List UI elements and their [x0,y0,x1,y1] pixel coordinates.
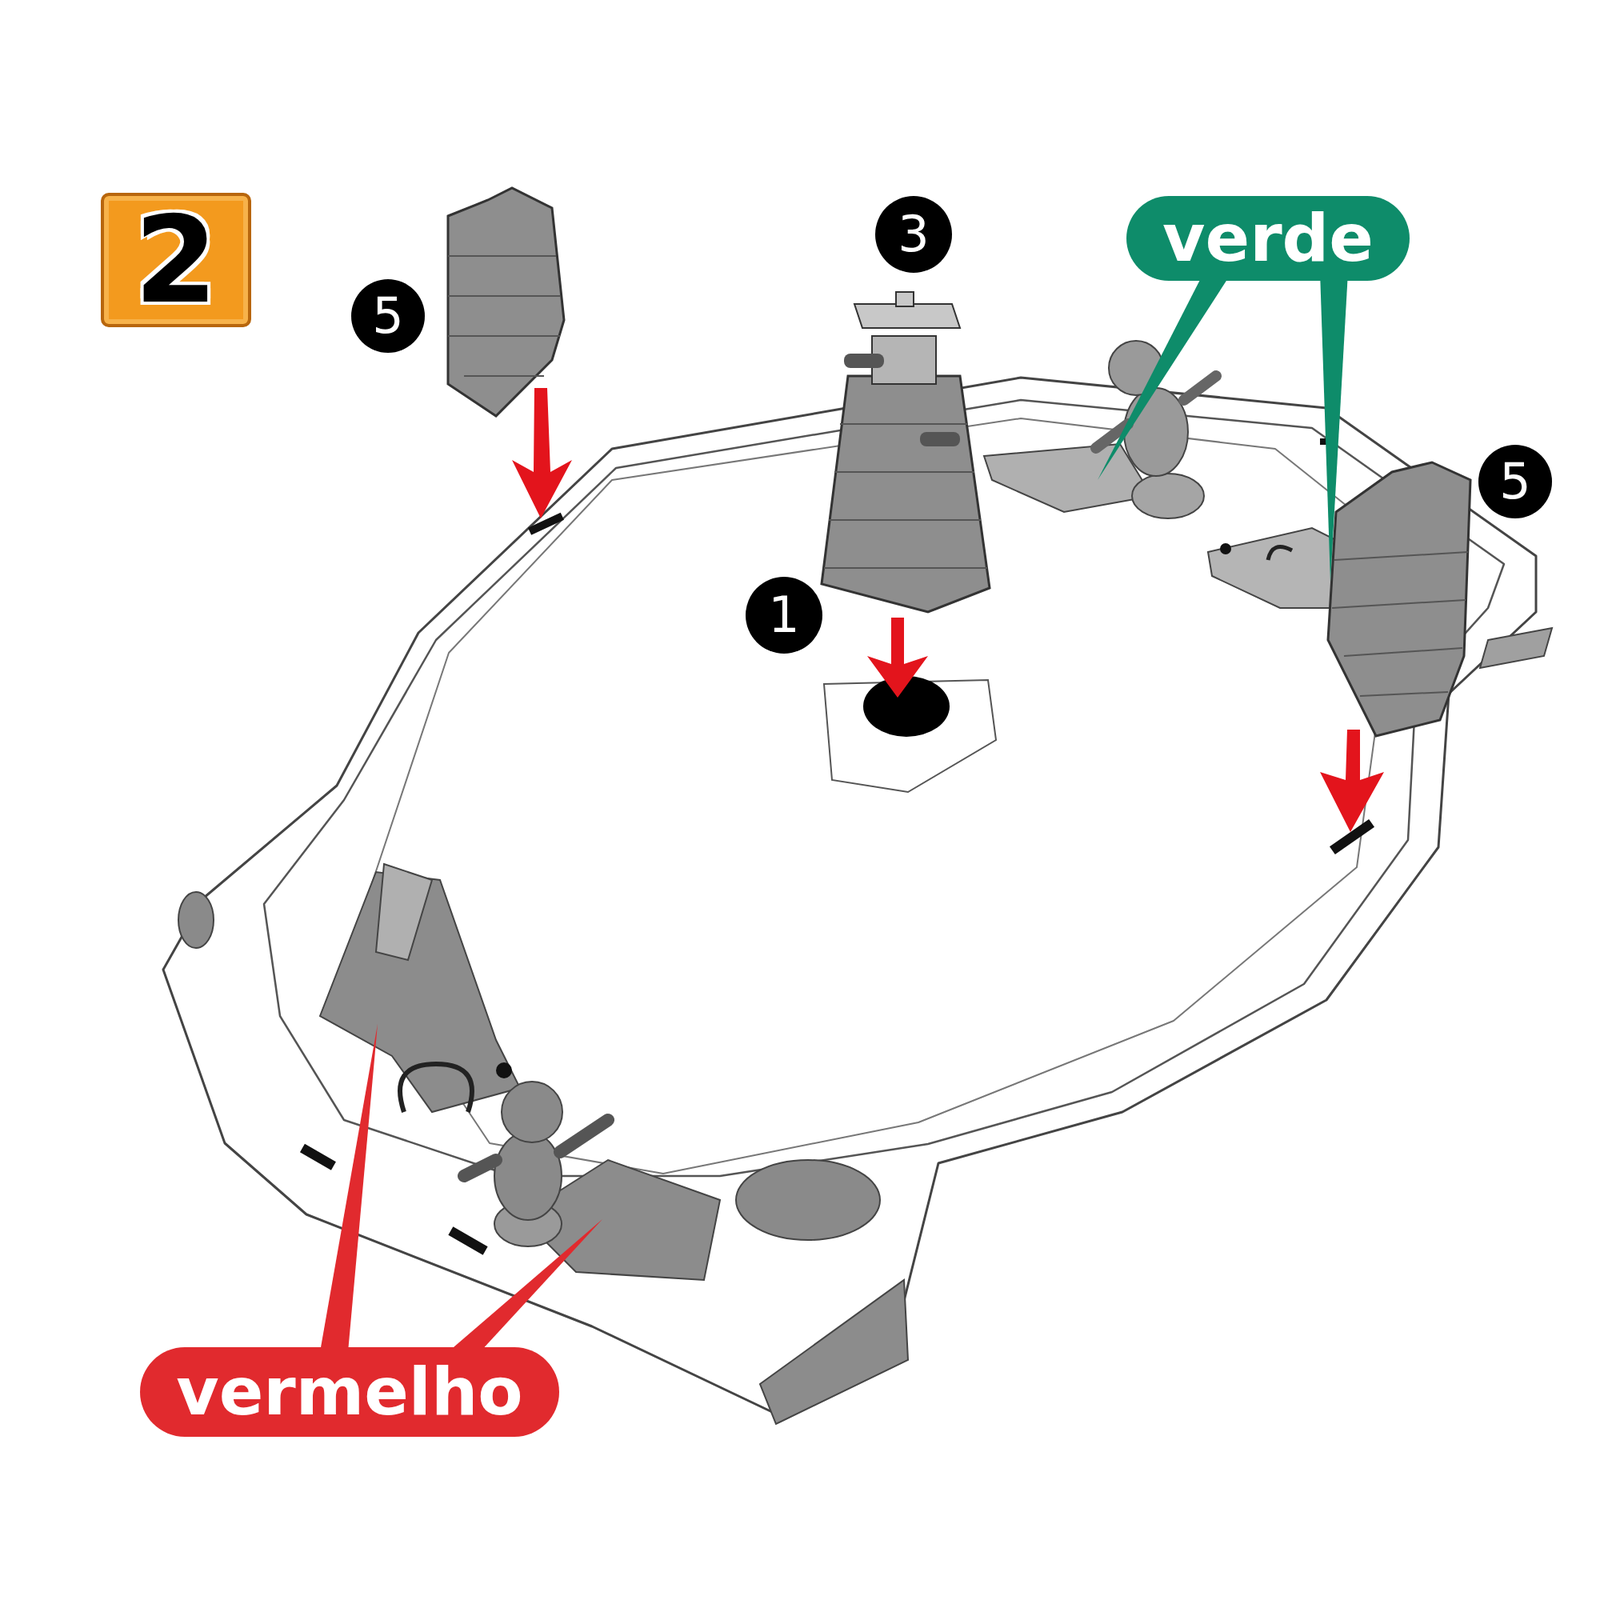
tag-text: vermelho [176,1359,523,1425]
center-tower [821,376,990,612]
mario-arms [464,1120,608,1176]
side-flipper [1480,628,1552,668]
callout-circle: 5 [1478,444,1552,519]
color-tag: vermelho [140,1347,560,1437]
tower-handle [920,432,960,447]
callout-circle: 5 [351,279,425,353]
launcher-slot [1268,547,1292,560]
color-tag: verde [1126,196,1410,281]
bumper [736,1160,880,1240]
step-number: 2 [134,200,218,320]
callout-number: 5 [1499,456,1531,507]
green-leader [1320,272,1348,582]
launcher-pin [496,1062,512,1079]
luigi-base [1132,473,1204,519]
left-wall-bricks [448,256,560,376]
side-knob [178,892,214,948]
tower-handle [844,353,884,368]
callout-number: 5 [372,291,404,341]
right-wall-bricks [1332,552,1468,696]
green-leader [1097,272,1232,480]
mario-figure [494,1132,562,1220]
tower-cap-knob [896,292,914,307]
tag-text: verde [1162,205,1374,272]
callout-circle: 3 [875,196,952,273]
right-wall [1328,462,1471,736]
callout-circle: 1 [745,576,823,654]
tower-cap [854,304,960,328]
step-block: 2 [100,192,252,328]
launcher-wall [376,864,432,960]
callout-number: 3 [897,209,929,260]
green-ramp [984,444,1152,512]
callout-number: 1 [768,590,800,640]
launcher-pin [1220,543,1232,555]
left-wall [448,188,564,416]
front-flipper [760,1280,908,1424]
launcher-slot [400,1064,472,1112]
luigi-figure [1124,388,1188,476]
tower-bricks [824,424,988,568]
insert-arrows [512,388,1384,832]
red-leader [448,1219,603,1352]
mario-head [501,1081,563,1143]
red-leader [320,1024,378,1352]
